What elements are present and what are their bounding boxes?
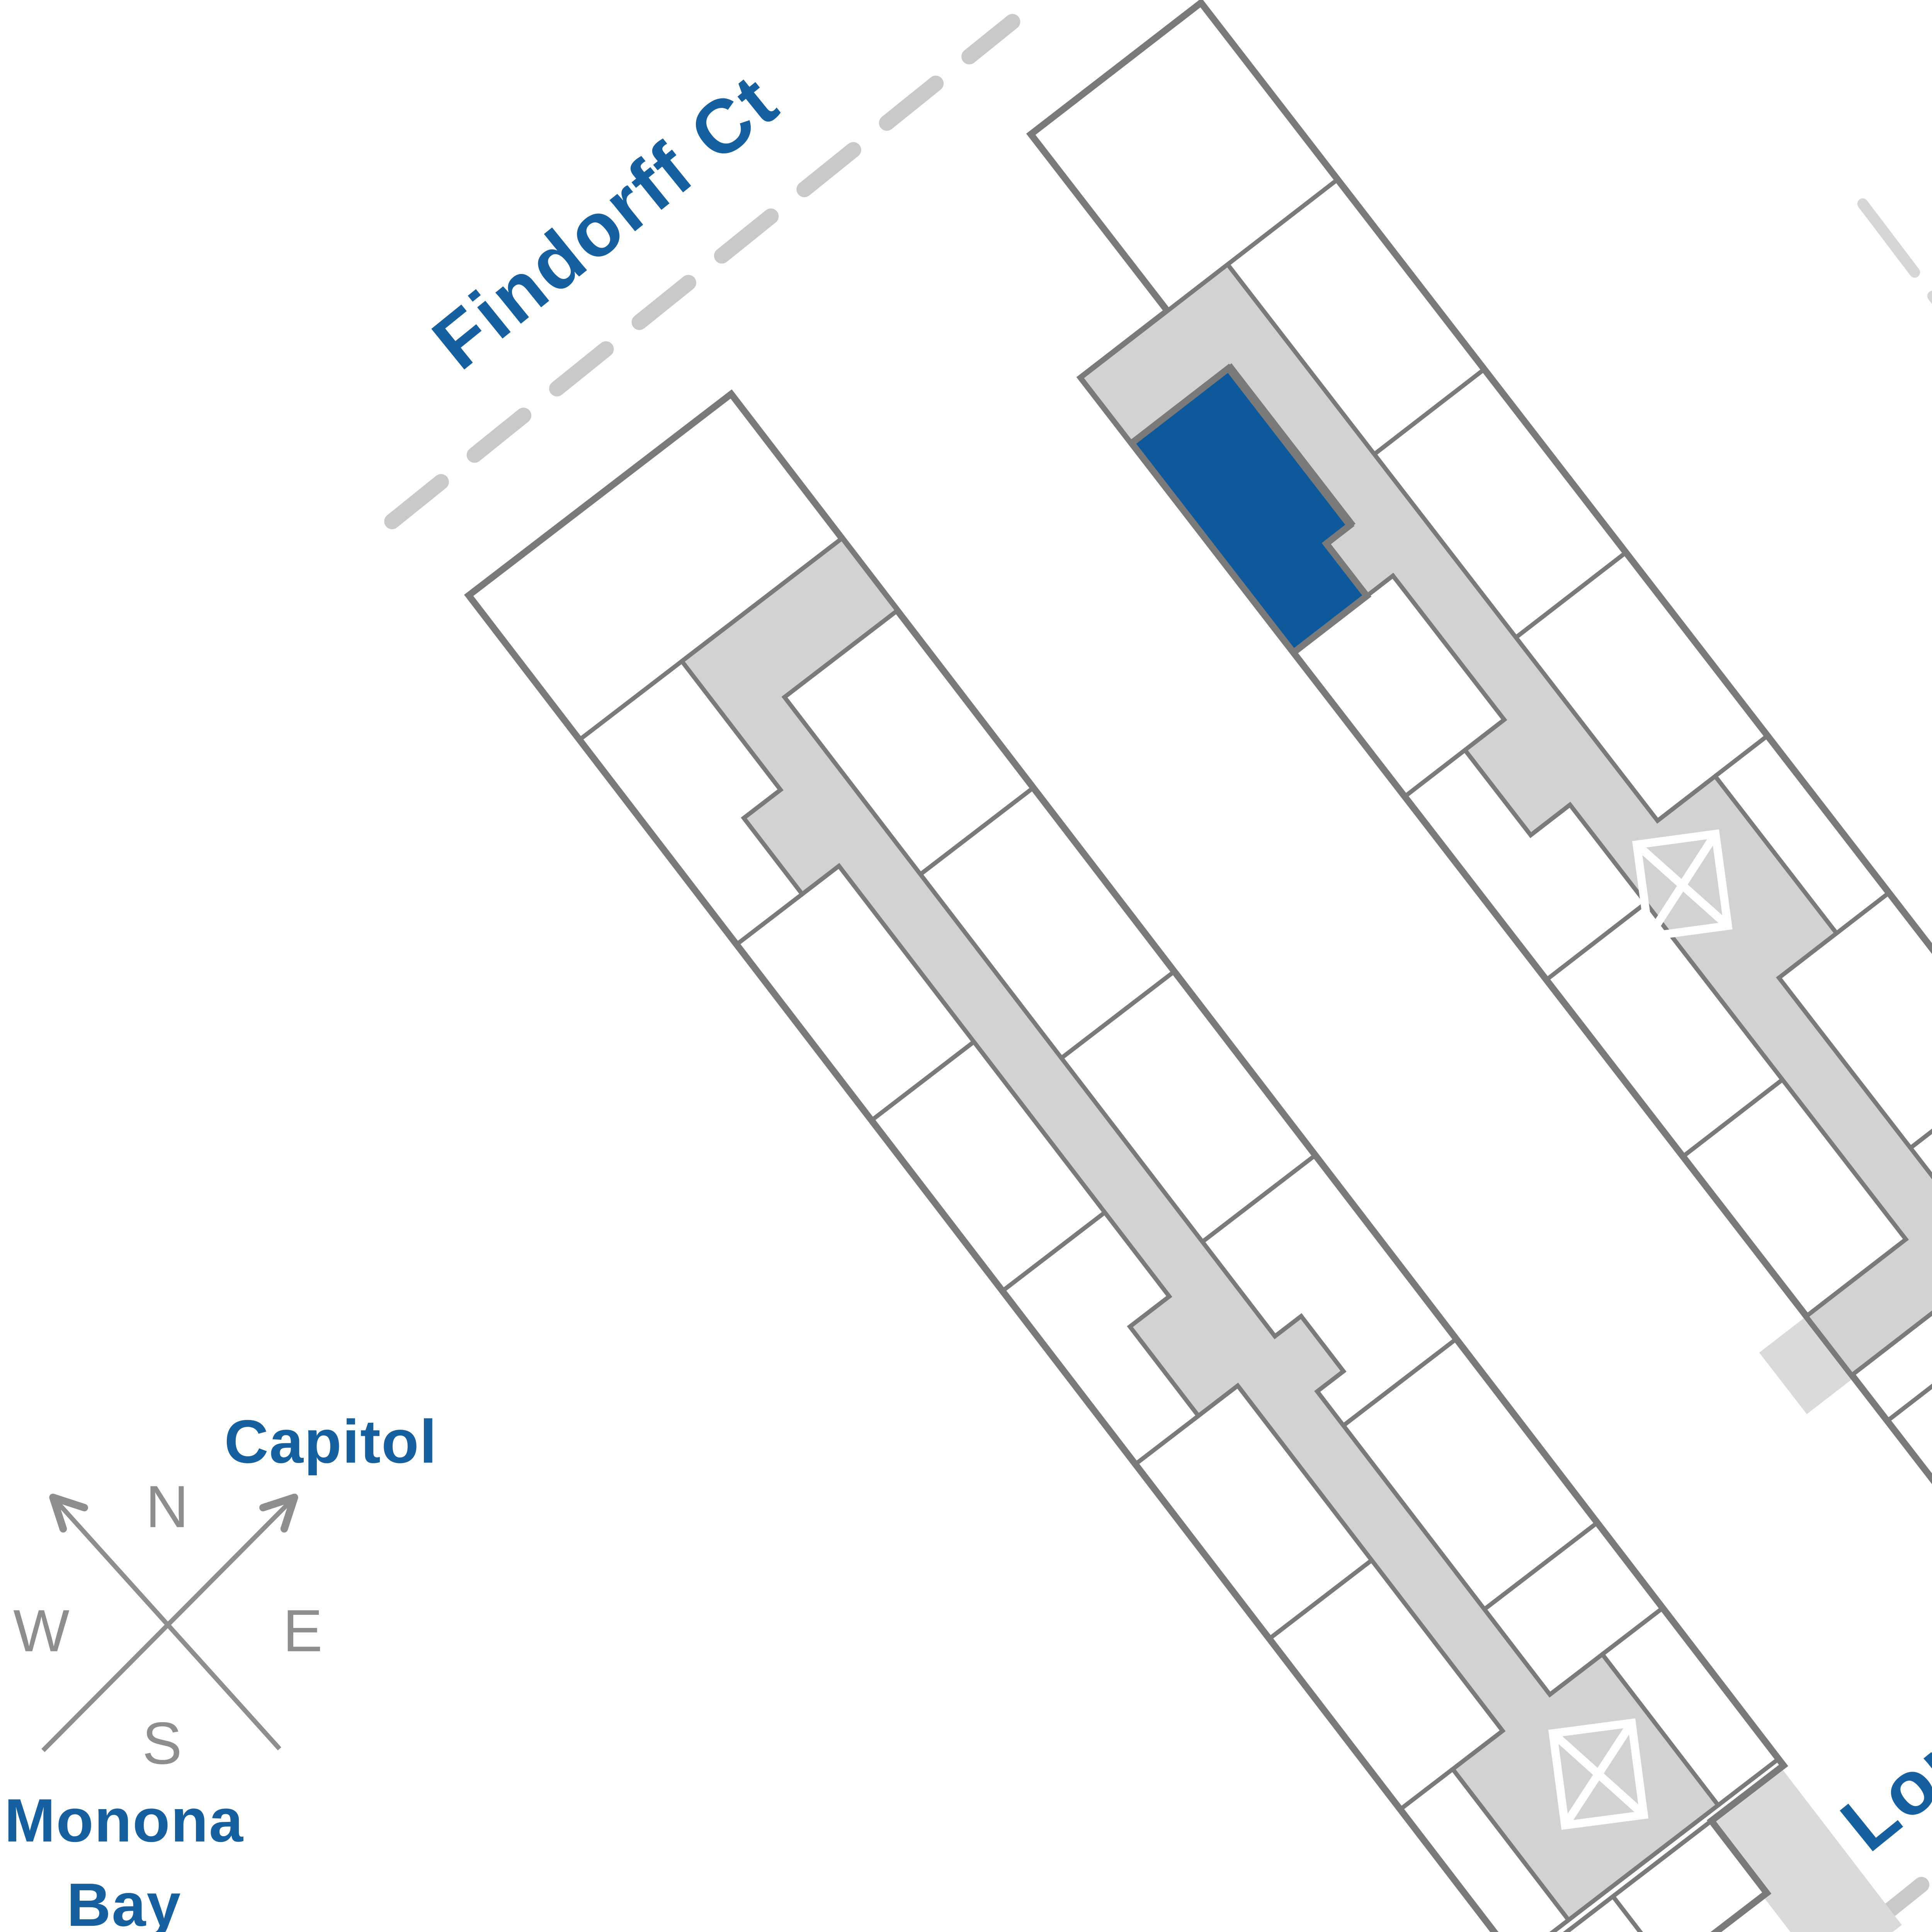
elevator-x-icon xyxy=(1548,1718,1649,1830)
compass-north-label: N xyxy=(146,1473,189,1540)
findorff-street-label: Findorff Ct xyxy=(417,58,794,386)
compass-east-label: E xyxy=(283,1597,323,1664)
compass-cross-lines xyxy=(41,1495,296,1752)
elevator-x-mark xyxy=(1550,1721,1647,1828)
findorff-street-line xyxy=(384,14,1020,529)
elevator-box xyxy=(1548,1718,1649,1830)
lorillard-street-label: Lorillard Ct xyxy=(1825,1527,1932,1867)
south-building-entry-patch xyxy=(1709,1770,1902,1932)
compass-rose-icon: N E S W xyxy=(13,1473,323,1776)
north-building-entry-patch xyxy=(1759,1316,1854,1414)
capitol-label: Capitol xyxy=(224,1407,437,1476)
compass-south-label: S xyxy=(142,1710,182,1777)
lorillard-street-line xyxy=(1850,1866,1932,1932)
elevator-x-icon xyxy=(1632,829,1733,941)
compass-arrowheads xyxy=(49,1493,298,1533)
south-building-corridor xyxy=(679,535,1721,1923)
compass-west-label: W xyxy=(13,1597,69,1664)
north-building xyxy=(1026,0,1932,1528)
south-building xyxy=(464,389,1902,1932)
monona-bay-label-line2: Bay xyxy=(67,1871,182,1932)
monona-bay-label-line1: Monona xyxy=(4,1786,244,1855)
elevator-box xyxy=(1632,829,1733,941)
elevator-x-mark xyxy=(1634,832,1731,939)
highlighted-unit[interactable] xyxy=(1127,364,1391,657)
